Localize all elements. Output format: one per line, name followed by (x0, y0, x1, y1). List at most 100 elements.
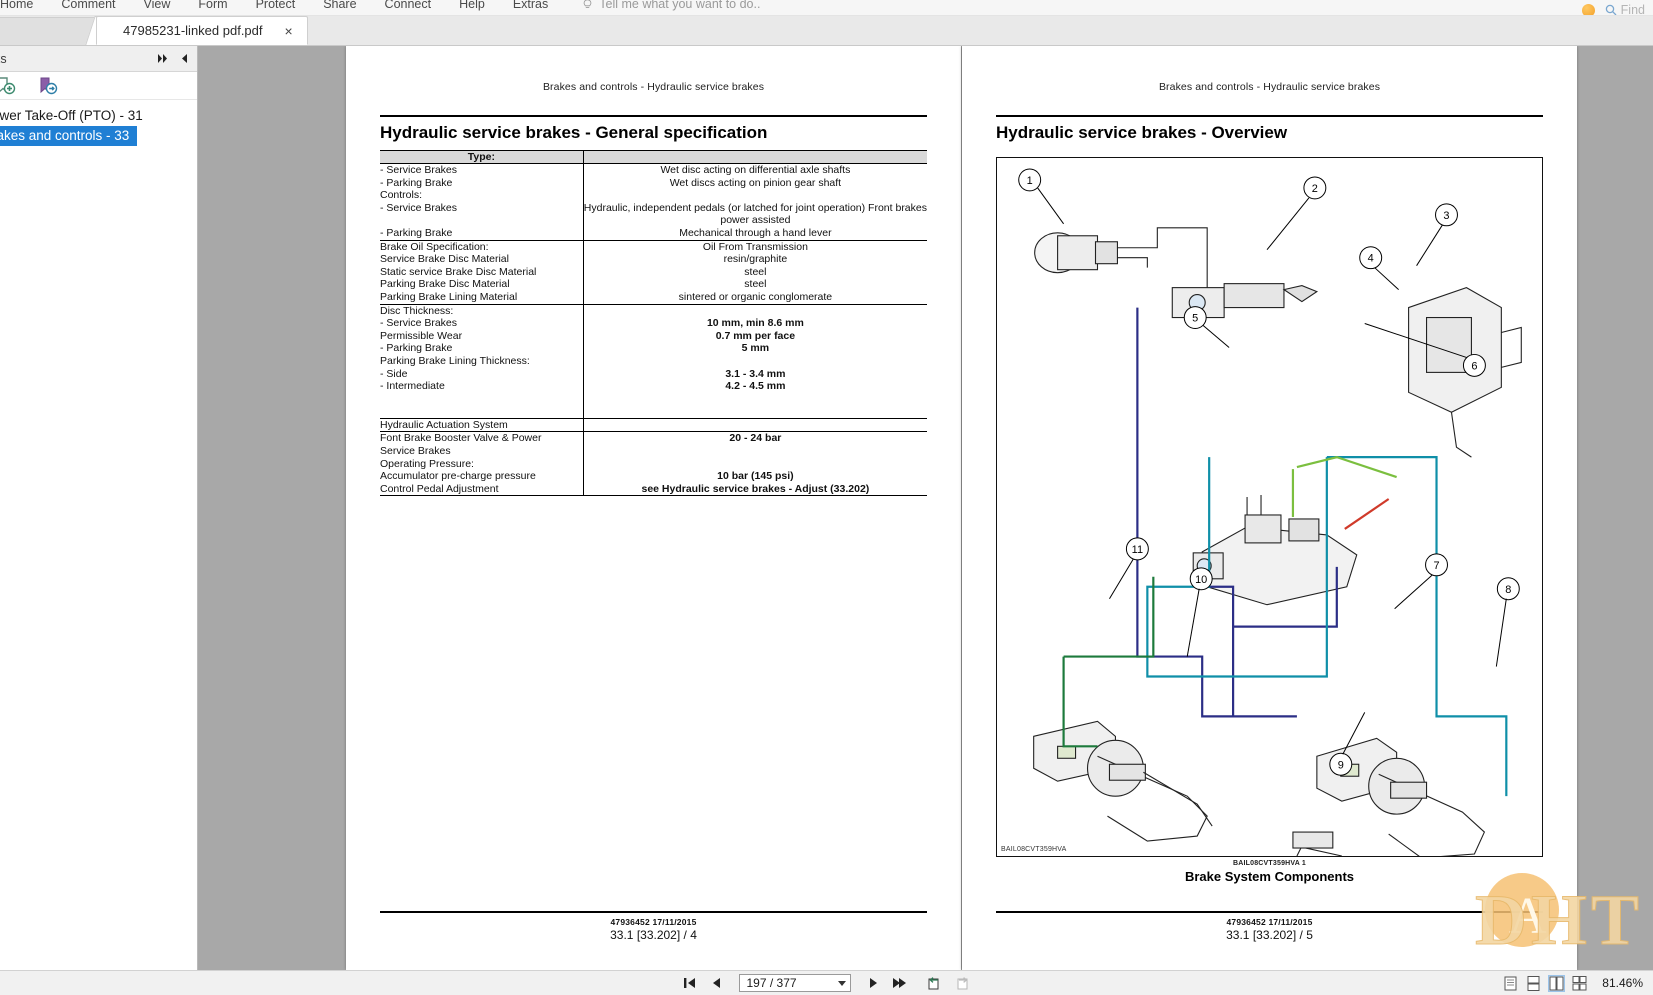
svg-text:2: 2 (1312, 183, 1318, 195)
page-number-select[interactable]: 197 / 377 (738, 974, 851, 992)
single-page-view-icon[interactable] (1503, 976, 1518, 991)
find-placeholder: Find (1620, 3, 1645, 16)
line: Oil From Transmission (702, 240, 808, 253)
search-icon (1605, 4, 1617, 15)
menu-item-home[interactable]: Home (0, 0, 34, 11)
account-avatar-icon[interactable] (1581, 3, 1595, 15)
line: steel (744, 265, 767, 278)
figure-caption: BAIL08CVT359HVA 1 Brake System Component… (996, 860, 1543, 884)
line: - Service Brakes (380, 317, 458, 330)
status-bar: 197 / 377 (0, 970, 1653, 995)
line: Parking Brake Lining Material (380, 290, 518, 303)
tab-strip: 47985231-linked pdf.pdf × (0, 16, 1653, 46)
menu-bar-right: Find (1581, 3, 1645, 16)
table-header-type: Type: (380, 150, 584, 164)
collapse-panel-icon[interactable] (180, 53, 189, 64)
line: 4.2 - 4.5 mm (725, 380, 786, 393)
line: see Hydraulic service brakes - Adjust (3… (641, 482, 870, 495)
goto-bookmark-icon[interactable] (38, 76, 58, 96)
page-number-value: 197 / 377 (746, 976, 797, 990)
find-box[interactable]: Find (1605, 3, 1645, 16)
chevron-down-icon[interactable] (837, 980, 846, 986)
next-page-button[interactable] (868, 977, 878, 989)
svg-text:5: 5 (1192, 313, 1198, 325)
left-footer-code: 47936452 17/11/2015 (610, 917, 697, 927)
first-page-icon (683, 978, 695, 988)
figure-caption-title: Brake System Components (1184, 869, 1355, 884)
line: sintered or organic conglomerate (678, 290, 833, 303)
line: 5 mm (741, 342, 770, 355)
zoom-level-label[interactable]: 81.46% (1602, 976, 1643, 990)
menu-item-extras[interactable]: Extras (512, 0, 549, 11)
line: steel (744, 278, 767, 291)
menu-item-share[interactable]: Share (323, 0, 357, 11)
table-cell-label: Hydraulic Actuation System (380, 418, 584, 432)
sidebar-header: rks (0, 46, 197, 72)
sidebar-title: rks (0, 51, 7, 66)
right-footer-page: 33.1 [33.202] / 5 (1226, 928, 1313, 942)
table-cell-label: Font Brake Booster Valve & Power Service… (380, 431, 584, 496)
left-page-header: Brakes and controls - Hydraulic service … (542, 81, 765, 93)
menu-item-comment[interactable]: Comment (61, 0, 116, 11)
close-icon[interactable]: × (284, 22, 293, 39)
bookmark-item-brakes-and-controls[interactable]: rakes and controls - 33 (0, 126, 138, 146)
diagram-svg: 1 2 3 4 5 6 11 10 7 8 9 (1018, 168, 1522, 856)
last-page-icon (892, 978, 906, 988)
two-page-scroll-view-icon[interactable] (1572, 975, 1587, 991)
line: resin/graphite (723, 253, 788, 266)
line: Hydraulic Actuation System (380, 418, 508, 431)
table-cell-label: - Service Brakes - Parking Brake Control… (380, 163, 584, 241)
line: Service Brakes (380, 445, 451, 458)
line: 0.7 mm per face (715, 329, 796, 342)
continuous-scroll-view-icon[interactable] (1526, 975, 1541, 991)
view-mode-group (1503, 974, 1587, 992)
bookmark-item-pto[interactable]: ower Take-Off (PTO) - 31 (0, 108, 143, 123)
next-view-icon (957, 977, 967, 990)
table-header-row: Type: (380, 150, 927, 164)
pdf-page-right: Brakes and controls - Hydraulic service … (962, 46, 1577, 970)
right-page-footer: 47936452 17/11/2015 33.1 [33.202] / 5 (996, 911, 1543, 942)
previous-view-button[interactable] (926, 976, 942, 990)
line: power assisted (720, 214, 791, 227)
menu-item-view[interactable]: View (143, 0, 171, 11)
table-row: Hydraulic Actuation System (380, 418, 927, 432)
line: Mechanical through a hand lever (679, 226, 832, 239)
menu-item-form[interactable]: Form (198, 0, 228, 11)
menu-item-protect[interactable]: Protect (255, 0, 296, 11)
menu-item-help[interactable]: Help (459, 0, 485, 11)
line: Parking Brake Disc Material (380, 278, 510, 291)
expand-all-icon[interactable] (157, 53, 170, 64)
first-page-button[interactable] (683, 977, 699, 989)
table-cell-value: Wet disc acting on differential axle sha… (583, 164, 927, 241)
svg-text:10: 10 (1195, 574, 1207, 586)
line: - Service Brakes (380, 201, 458, 214)
table-cell-value (583, 418, 927, 432)
tab-active-document[interactable]: 47985231-linked pdf.pdf × (96, 16, 308, 45)
document-viewport[interactable]: Brakes and controls - Hydraulic service … (198, 46, 1653, 970)
two-page-view-icon[interactable] (1548, 974, 1565, 992)
figure-caption-code: BAIL08CVT359HVA 1 (1232, 860, 1307, 867)
bookmark-list: ower Take-Off (PTO) - 31 rakes and contr… (0, 100, 197, 146)
figure-code: BAIL08CVT359HVA (1001, 846, 1067, 853)
table-cell-value: Oil From Transmission resin/graphite ste… (583, 240, 927, 304)
specification-table: Type: - Service Brakes - Parking Brake C… (380, 150, 927, 496)
last-page-button[interactable] (891, 977, 907, 989)
line: Parking Brake Lining Thickness: (380, 354, 530, 367)
tab-label: 47985231-linked pdf.pdf (123, 23, 263, 38)
menu-item-connect[interactable]: Connect (384, 0, 432, 11)
tell-me-search[interactable]: Tell me what you want to do.. (582, 0, 760, 11)
svg-text:4: 4 (1368, 253, 1374, 265)
sidebar-header-icons (157, 53, 193, 64)
previous-page-button[interactable] (712, 977, 722, 989)
svg-text:9: 9 (1338, 759, 1344, 771)
add-bookmark-icon[interactable] (0, 76, 16, 96)
bookmarks-sidebar: rks ower Ta (0, 46, 198, 980)
line: Control Pedal Adjustment (380, 482, 499, 495)
line: - Service Brakes (380, 164, 458, 176)
tell-me-label: Tell me what you want to do.. (599, 0, 761, 11)
previous-view-icon (928, 977, 938, 990)
next-view-button[interactable] (955, 976, 971, 990)
line: - Parking Brake (380, 342, 453, 355)
table-row: Font Brake Booster Valve & Power Service… (380, 431, 927, 496)
